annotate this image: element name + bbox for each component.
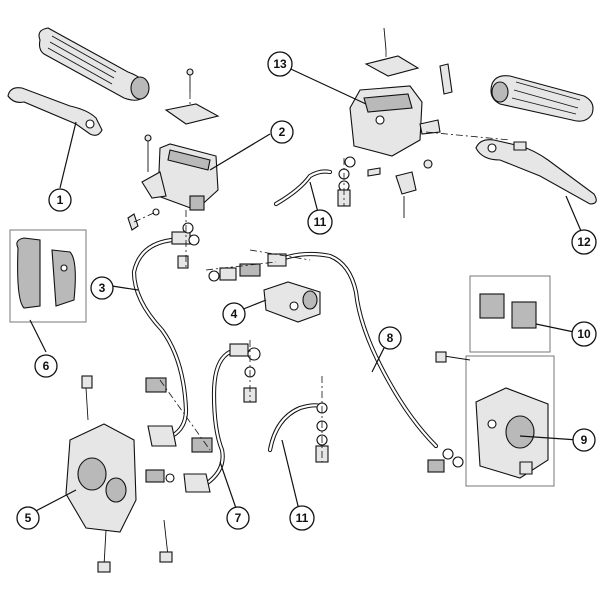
callout-9-label: 9: [581, 433, 588, 447]
left-brake-caliper: [65, 375, 175, 573]
callout-4-label: 4: [231, 307, 238, 321]
callout-12: 12: [571, 229, 597, 255]
callout-6-label: 6: [43, 359, 50, 373]
callout-6: 6: [34, 354, 58, 378]
callout-10: 10: [571, 321, 597, 347]
right-handlebar-grip: [490, 75, 594, 122]
callout-5-label: 5: [25, 511, 32, 525]
right-master-cylinder: [349, 27, 511, 218]
brake-pads-left: [9, 229, 87, 323]
brake-hose-middle: [145, 340, 261, 493]
callout-8: 8: [378, 326, 402, 350]
left-master-cylinder: [127, 68, 220, 231]
brake-hose-junction: [205, 249, 439, 449]
callout-5: 5: [16, 506, 40, 530]
callout-8-label: 8: [387, 331, 394, 345]
callout-11-upper-label: 11: [314, 215, 327, 229]
callout-9: 9: [572, 428, 596, 452]
callout-7-label: 7: [235, 511, 242, 525]
brake-hose-left: [131, 210, 200, 447]
callout-13: 13: [267, 51, 293, 77]
callout-3: 3: [90, 276, 114, 300]
callout-1-label: 1: [57, 193, 64, 207]
callout-7: 7: [226, 506, 250, 530]
callout-3-label: 3: [99, 281, 106, 295]
callout-12-label: 12: [577, 235, 591, 249]
callout-2-label: 2: [279, 125, 286, 139]
left-handlebar-grip: [38, 27, 150, 101]
right-brake-caliper: [427, 351, 555, 487]
brake-hose-upper: [273, 156, 356, 207]
callout-11-lower-label: 11: [296, 511, 309, 525]
callout-10-label: 10: [577, 327, 591, 341]
callout-2: 2: [270, 120, 294, 144]
right-brake-lever: [475, 139, 597, 205]
callout-13-label: 13: [273, 57, 287, 71]
brake-hose-lower: [267, 376, 329, 463]
callout-1: 1: [48, 188, 72, 212]
callout-11-upper: 11: [307, 209, 333, 235]
callout-11-lower: 11: [289, 505, 315, 531]
left-brake-lever: [7, 87, 103, 136]
callout-4: 4: [222, 302, 246, 326]
brake-pads-right: [469, 275, 551, 353]
